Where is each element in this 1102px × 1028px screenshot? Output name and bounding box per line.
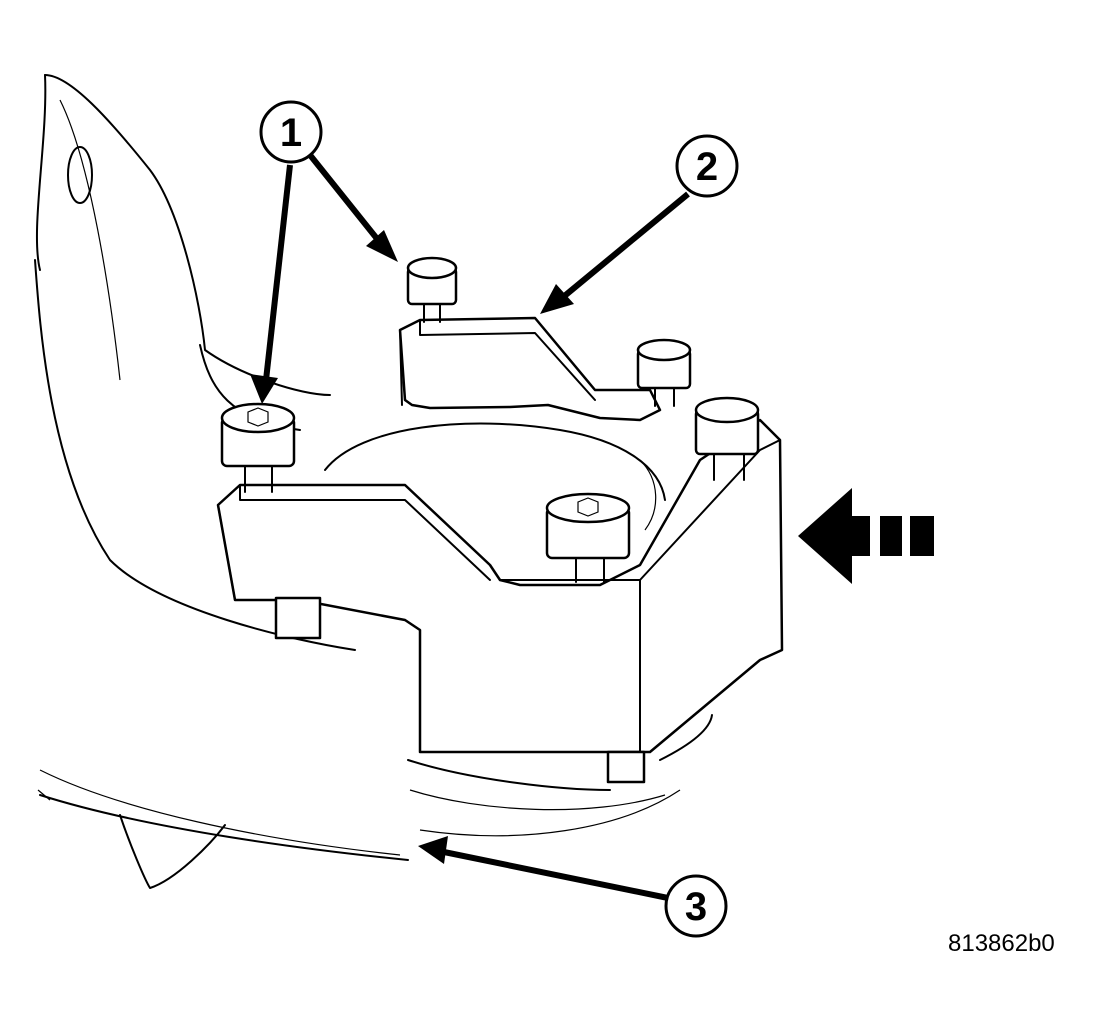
- callout-2: 2: [675, 134, 739, 198]
- callout-3: 3: [664, 874, 728, 938]
- callout-1: 1: [259, 100, 323, 164]
- callout-2-number: 2: [696, 145, 718, 189]
- bolt-1: [406, 256, 458, 323]
- bolt-5: [545, 492, 631, 583]
- stud-lower-left: [274, 596, 322, 640]
- bolt-3: [636, 338, 692, 407]
- tool-upper-block: [398, 316, 662, 422]
- direction-arrow: [798, 488, 934, 584]
- callout-1-number: 1: [280, 111, 302, 155]
- bearing-race: [324, 422, 713, 837]
- bolt-2: [220, 402, 296, 493]
- housing-casting: [34, 74, 409, 889]
- bolt-4: [694, 396, 760, 481]
- leader-arrows: [250, 153, 690, 901]
- figure-id: 813862b0: [948, 930, 1055, 957]
- tool-main-block: [216, 418, 784, 754]
- stud-lower-right: [606, 750, 646, 784]
- callout-3-number: 3: [685, 885, 707, 929]
